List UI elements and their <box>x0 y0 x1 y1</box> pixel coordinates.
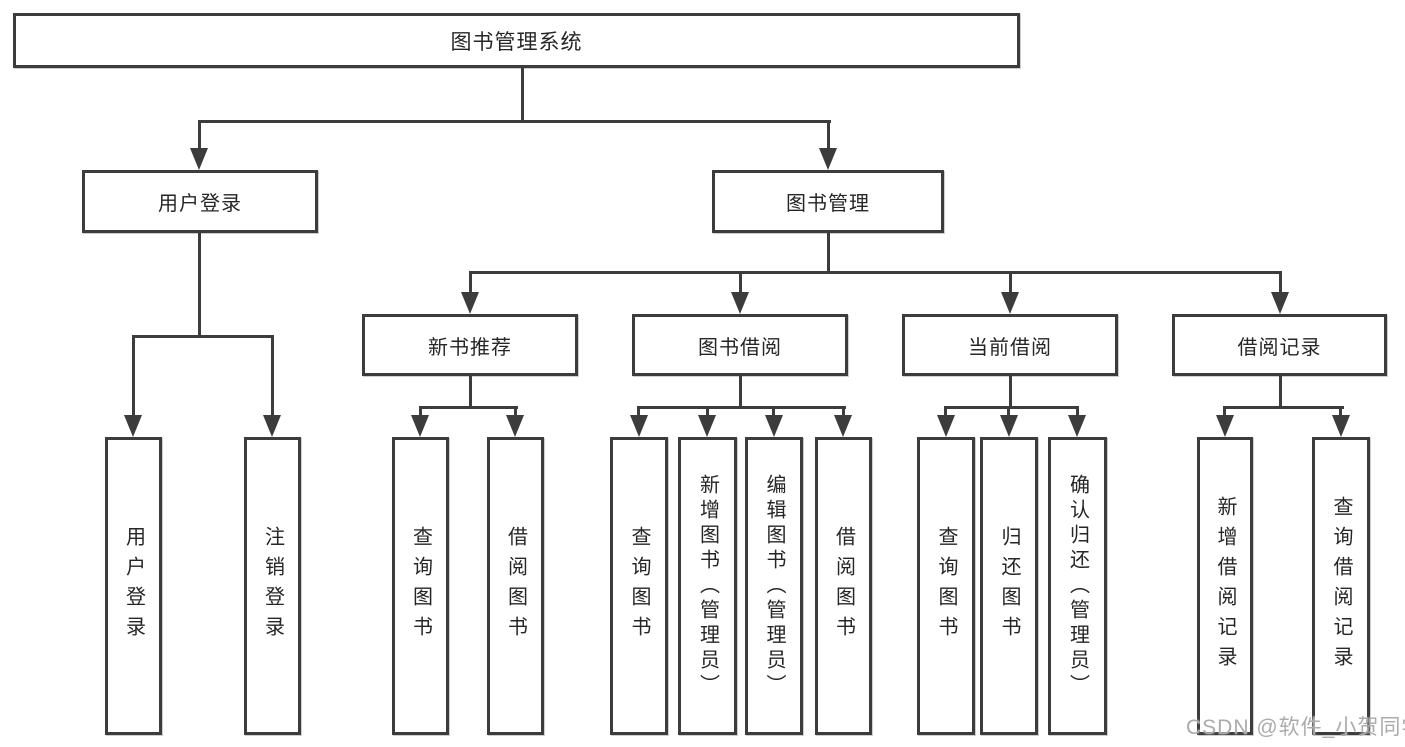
leaf-query-books-recommend: 查询图书 <box>392 437 449 735</box>
connector <box>419 406 518 409</box>
leaf-add-book-admin-label: 新增图书（管理员） <box>696 473 719 699</box>
connector <box>1009 376 1012 408</box>
node-root-label: 图书管理系统 <box>450 30 583 54</box>
arrowhead <box>1271 292 1289 314</box>
leaf-logout-label: 注销登录 <box>261 526 284 646</box>
node-root: 图书管理系统 <box>13 13 1020 68</box>
connector <box>944 406 1079 409</box>
connector <box>1223 406 1226 418</box>
connector <box>1279 376 1282 408</box>
leaf-return-books-label: 归还图书 <box>998 526 1020 646</box>
connector <box>944 406 947 418</box>
connector <box>469 376 472 408</box>
arrowhead <box>1216 415 1234 437</box>
connector <box>739 271 742 297</box>
connector <box>1007 406 1010 418</box>
node-current-borrowing-label: 当前借阅 <box>968 336 1052 359</box>
connector <box>1279 271 1282 297</box>
arrowhead <box>1068 415 1086 437</box>
node-borrowing-records-label: 借阅记录 <box>1237 336 1322 359</box>
leaf-borrow-books-recommend: 借阅图书 <box>487 437 544 735</box>
arrowhead <box>630 415 648 437</box>
connector <box>469 271 1282 274</box>
connector <box>827 120 830 150</box>
connector <box>739 376 742 408</box>
connector <box>637 406 846 409</box>
node-book-management: 图书管理 <box>712 170 944 233</box>
connector <box>521 68 524 122</box>
arrowhead <box>190 148 208 170</box>
node-user-login: 用户登录 <box>82 170 318 233</box>
leaf-return-books: 归还图书 <box>980 437 1038 735</box>
leaf-add-borrow-record: 新增借阅记录 <box>1197 437 1253 735</box>
arrowhead <box>731 292 749 314</box>
connector <box>132 335 274 338</box>
leaf-query-books-current: 查询图书 <box>917 437 975 735</box>
leaf-logout: 注销登录 <box>244 437 301 735</box>
arrowhead <box>698 415 716 437</box>
leaf-confirm-return-admin-label: 确认归还（管理员） <box>1066 473 1089 699</box>
arrowhead <box>834 415 852 437</box>
leaf-add-borrow-record-label: 新增借阅记录 <box>1214 496 1236 676</box>
connector <box>132 335 135 419</box>
connector <box>772 406 775 418</box>
arrowhead <box>937 415 955 437</box>
node-user-login-label: 用户登录 <box>158 193 242 215</box>
arrowhead <box>1000 415 1018 437</box>
connector <box>1009 271 1012 297</box>
connector <box>706 406 709 418</box>
connector <box>827 233 830 273</box>
leaf-query-books-borrowing-label: 查询图书 <box>628 526 650 646</box>
connector <box>198 120 831 123</box>
connector <box>842 406 845 418</box>
arrowhead <box>765 415 783 437</box>
connector <box>271 335 274 419</box>
leaf-user-login: 用户登录 <box>105 437 162 735</box>
node-new-book-recommendation: 新书推荐 <box>362 314 578 376</box>
arrowhead <box>461 292 479 314</box>
node-book-management-label: 图书管理 <box>786 193 870 215</box>
connector <box>637 406 640 418</box>
leaf-edit-book-admin-label: 编辑图书（管理员） <box>763 473 785 699</box>
arrowhead <box>1001 292 1019 314</box>
leaf-query-books-recommend-label: 查询图书 <box>409 526 432 646</box>
leaf-query-borrow-record: 查询借阅记录 <box>1312 437 1370 735</box>
connector <box>1223 406 1344 409</box>
connector <box>198 233 201 337</box>
leaf-user-login-label: 用户登录 <box>122 526 145 646</box>
leaf-borrow-books-recommend-label: 借阅图书 <box>504 526 527 646</box>
node-new-book-recommendation-label: 新书推荐 <box>428 336 512 359</box>
node-book-borrowing-label: 图书借阅 <box>698 336 782 359</box>
csdn-watermark: CSDN @软件_小贺同学 <box>1186 716 1405 739</box>
arrowhead <box>1332 415 1350 437</box>
arrowhead <box>411 415 429 437</box>
leaf-query-books-current-label: 查询图书 <box>935 526 957 646</box>
leaf-borrow-books-borrowing-label: 借阅图书 <box>832 526 855 646</box>
leaf-query-borrow-record-label: 查询借阅记录 <box>1330 496 1352 676</box>
arrowhead <box>819 148 837 170</box>
arrowhead <box>124 415 142 437</box>
connector <box>1076 406 1079 418</box>
node-borrowing-records: 借阅记录 <box>1172 314 1387 376</box>
leaf-borrow-books-borrowing: 借阅图书 <box>815 437 872 735</box>
connector <box>1339 406 1342 418</box>
leaf-confirm-return-admin: 确认归还（管理员） <box>1048 437 1107 735</box>
connector <box>198 120 201 150</box>
connector <box>419 406 422 418</box>
leaf-query-books-borrowing: 查询图书 <box>610 437 668 735</box>
arrowhead <box>506 415 524 437</box>
connector <box>514 406 517 418</box>
arrowhead <box>263 415 281 437</box>
node-book-borrowing: 图书借阅 <box>632 314 848 376</box>
leaf-add-book-admin: 新增图书（管理员） <box>678 437 737 735</box>
node-current-borrowing: 当前借阅 <box>902 314 1118 376</box>
connector <box>469 271 472 297</box>
leaf-edit-book-admin: 编辑图书（管理员） <box>745 437 803 735</box>
